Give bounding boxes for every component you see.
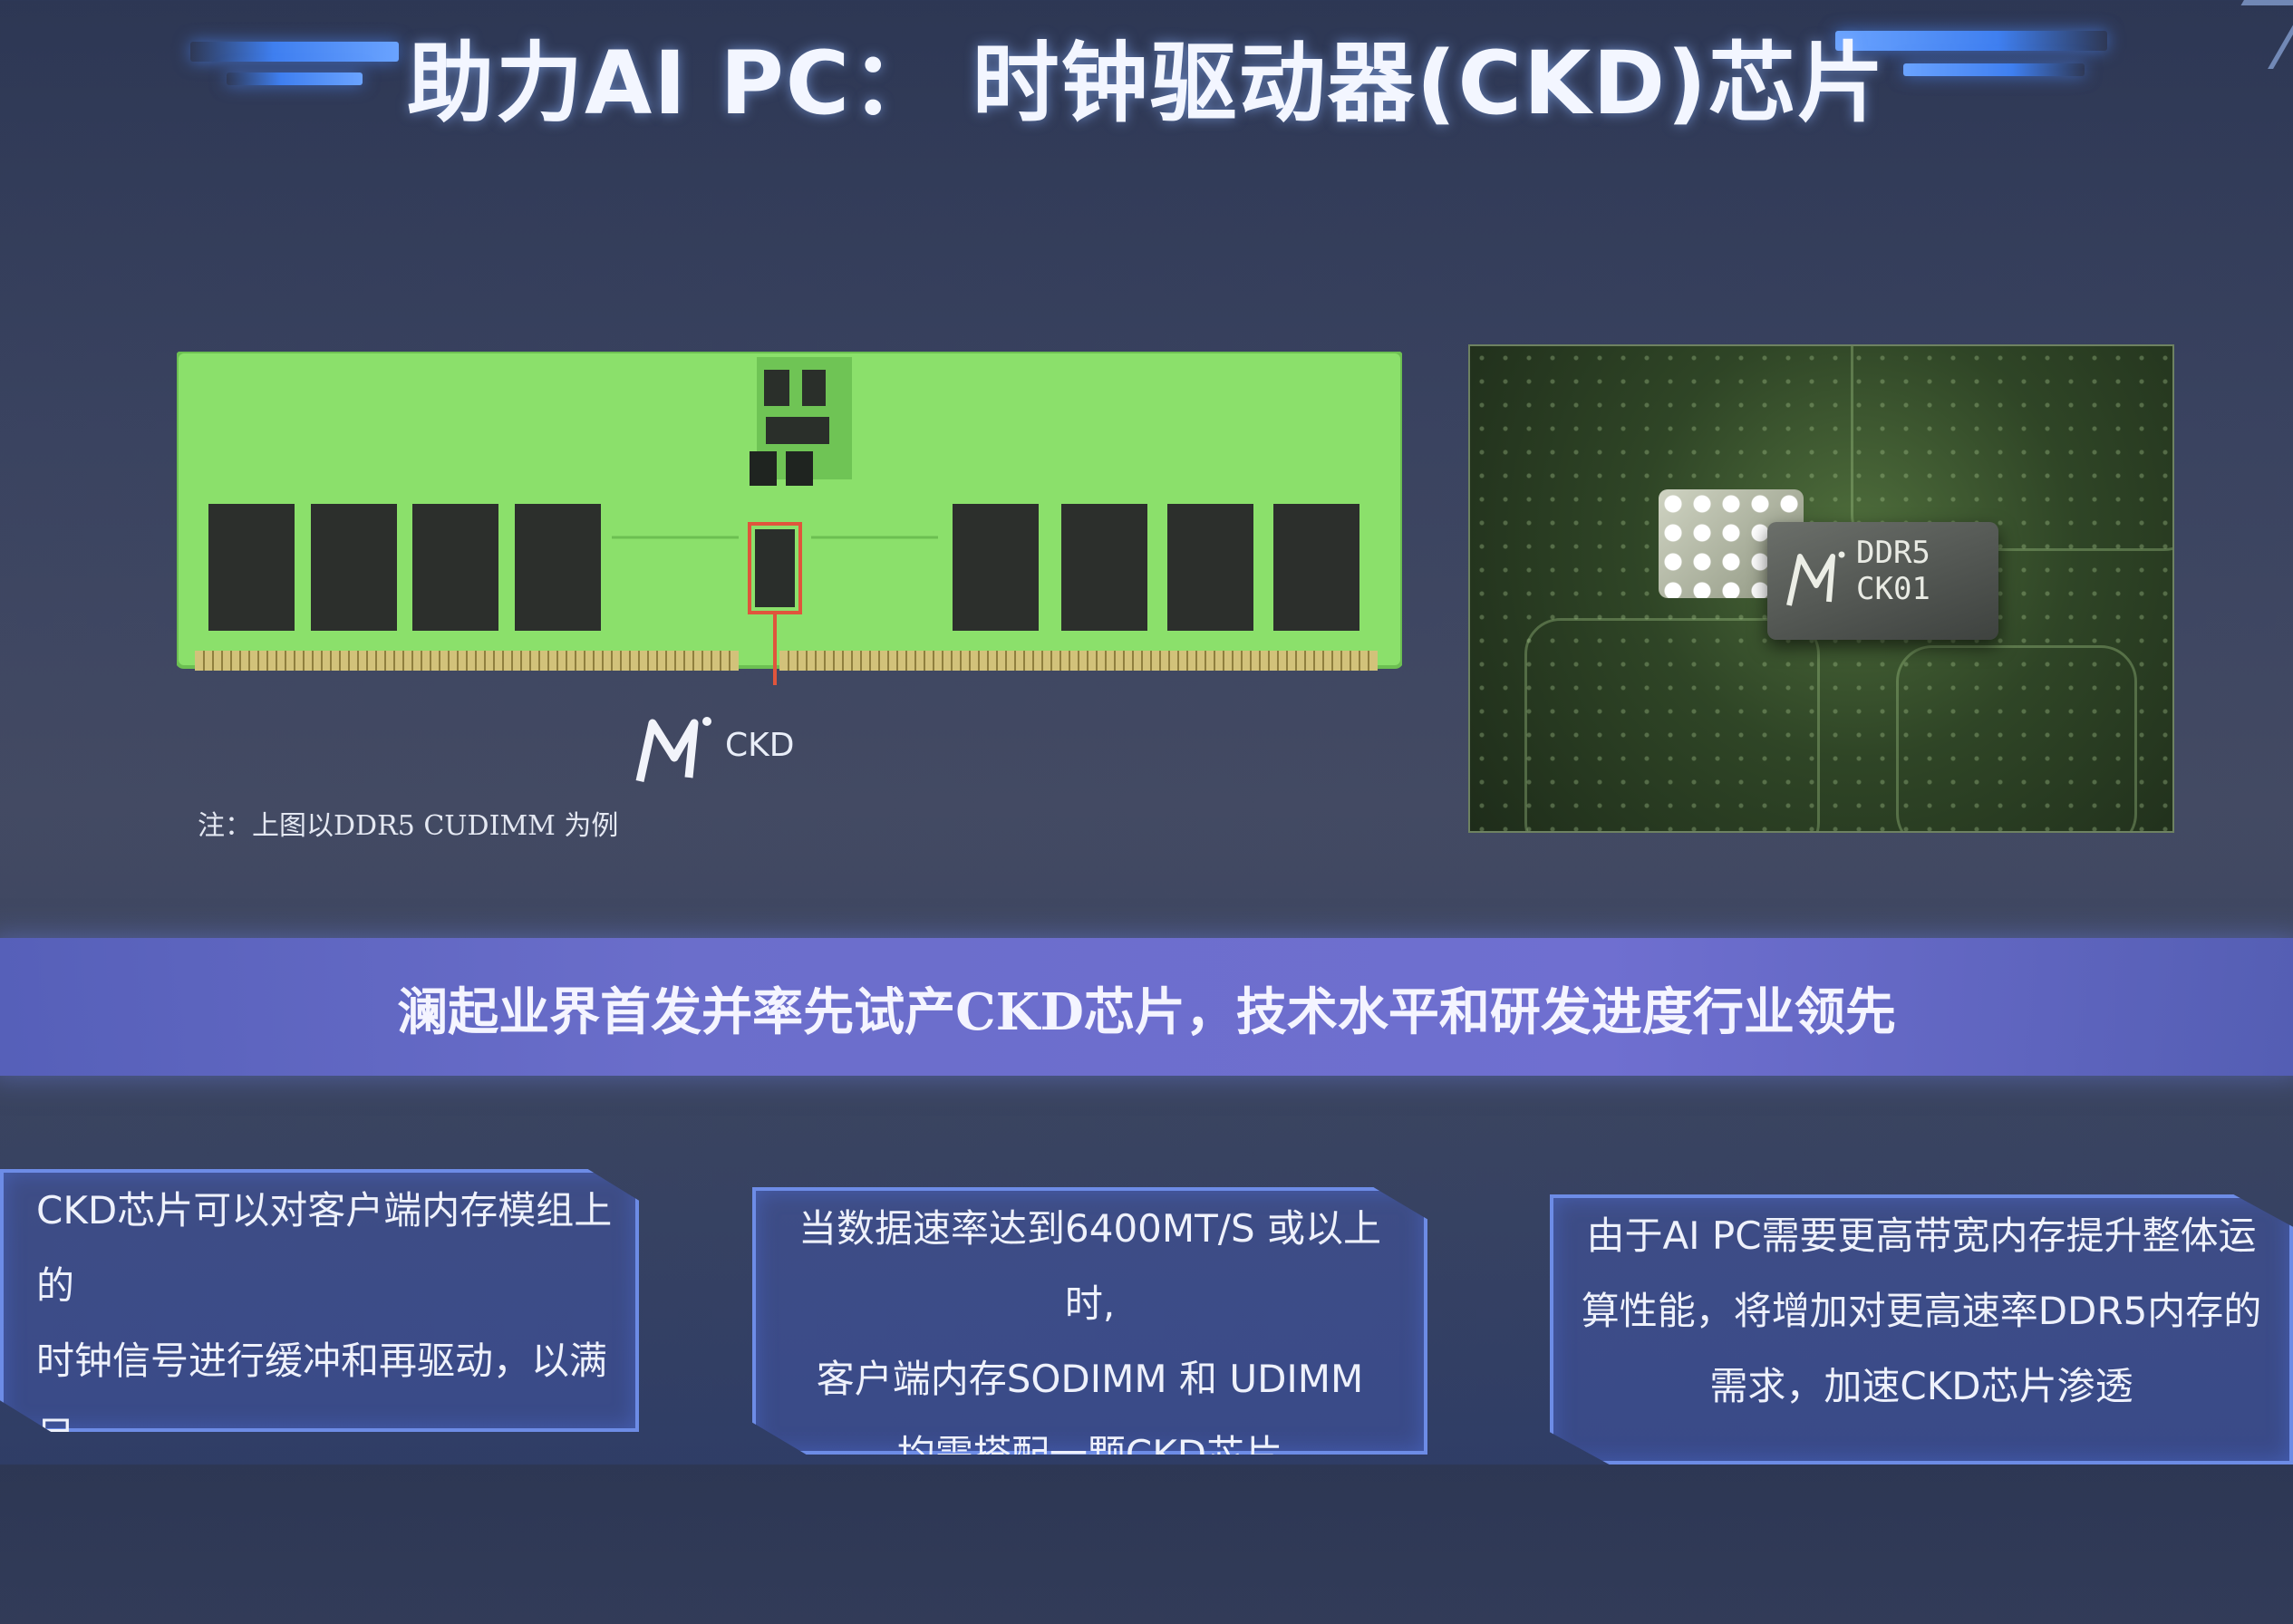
card-line: 由于AI PC需要更高带宽内存提升整体运 [1586, 1213, 2257, 1258]
slide-title: 助力AI PC： 时钟驱动器(CKD)芯片 [407, 33, 1886, 134]
montage-logo-icon [635, 717, 711, 782]
card-line: 时钟信号进行缓冲和再驱动，以满足 [36, 1339, 608, 1458]
info-card-1: CKD芯片可以对客户端内存模组上的 时钟信号进行缓冲和再驱动，以满足 高速时钟信… [0, 1169, 639, 1432]
slide: 助力AI PC： 时钟驱动器(CKD)芯片 [0, 0, 2293, 1464]
header-deco-left [190, 42, 399, 62]
ddr5-module-image [177, 352, 1402, 685]
highlight-banner [0, 938, 2293, 1076]
figure-note: 注：上图以DDR5 CUDIMM 为例 [198, 810, 619, 842]
info-card-3: 由于AI PC需要更高带宽内存提升整体运 算性能，将增加对更高速率DDR5内存的… [1550, 1194, 2293, 1464]
card-line: 高速时钟信号的完整性和可靠性要求 [36, 1489, 608, 1609]
chip-label-line1: DDR5 [1856, 535, 1930, 571]
card-line: 算性能，将增加对更高速率DDR5内存的 [1581, 1289, 2262, 1333]
ckd-label: CKD [725, 727, 795, 764]
ckd-chip: DDR5 CK01 [1659, 489, 2003, 640]
card-line: 需求，加速CKD芯片渗透 [1709, 1364, 2133, 1408]
info-card-2: 当数据速率达到6400MT/S 或以上时, 客户端内存SODIMM 和 UDIM… [752, 1187, 1427, 1455]
card-line: CKD芯片可以对客户端内存模组上的 [36, 1188, 613, 1308]
montage-logo-icon [1786, 551, 1845, 606]
pcb-trace [1524, 618, 1820, 831]
pcb-trace [1896, 645, 2137, 831]
card-line: 客户端内存SODIMM 和 UDIMM [816, 1357, 1364, 1401]
banner-text: 澜起业界首发并率先试产CKD芯片，技术水平和研发进度行业领先 [397, 982, 1896, 1042]
header-deco-left-2 [227, 72, 363, 85]
pcb-trace [1851, 346, 2172, 551]
chip-package: DDR5 CK01 [1767, 522, 1998, 640]
chip-label-line2: CK01 [1856, 571, 1930, 607]
header-deco-right-2 [1903, 63, 2085, 76]
chip-label: DDR5 CK01 [1856, 535, 1930, 607]
card-line: 当数据速率达到6400MT/S 或以上时, [798, 1206, 1381, 1326]
card-line: 均需搭配一颗CKD芯片 [896, 1432, 1283, 1476]
header-deco-right [1835, 31, 2107, 51]
